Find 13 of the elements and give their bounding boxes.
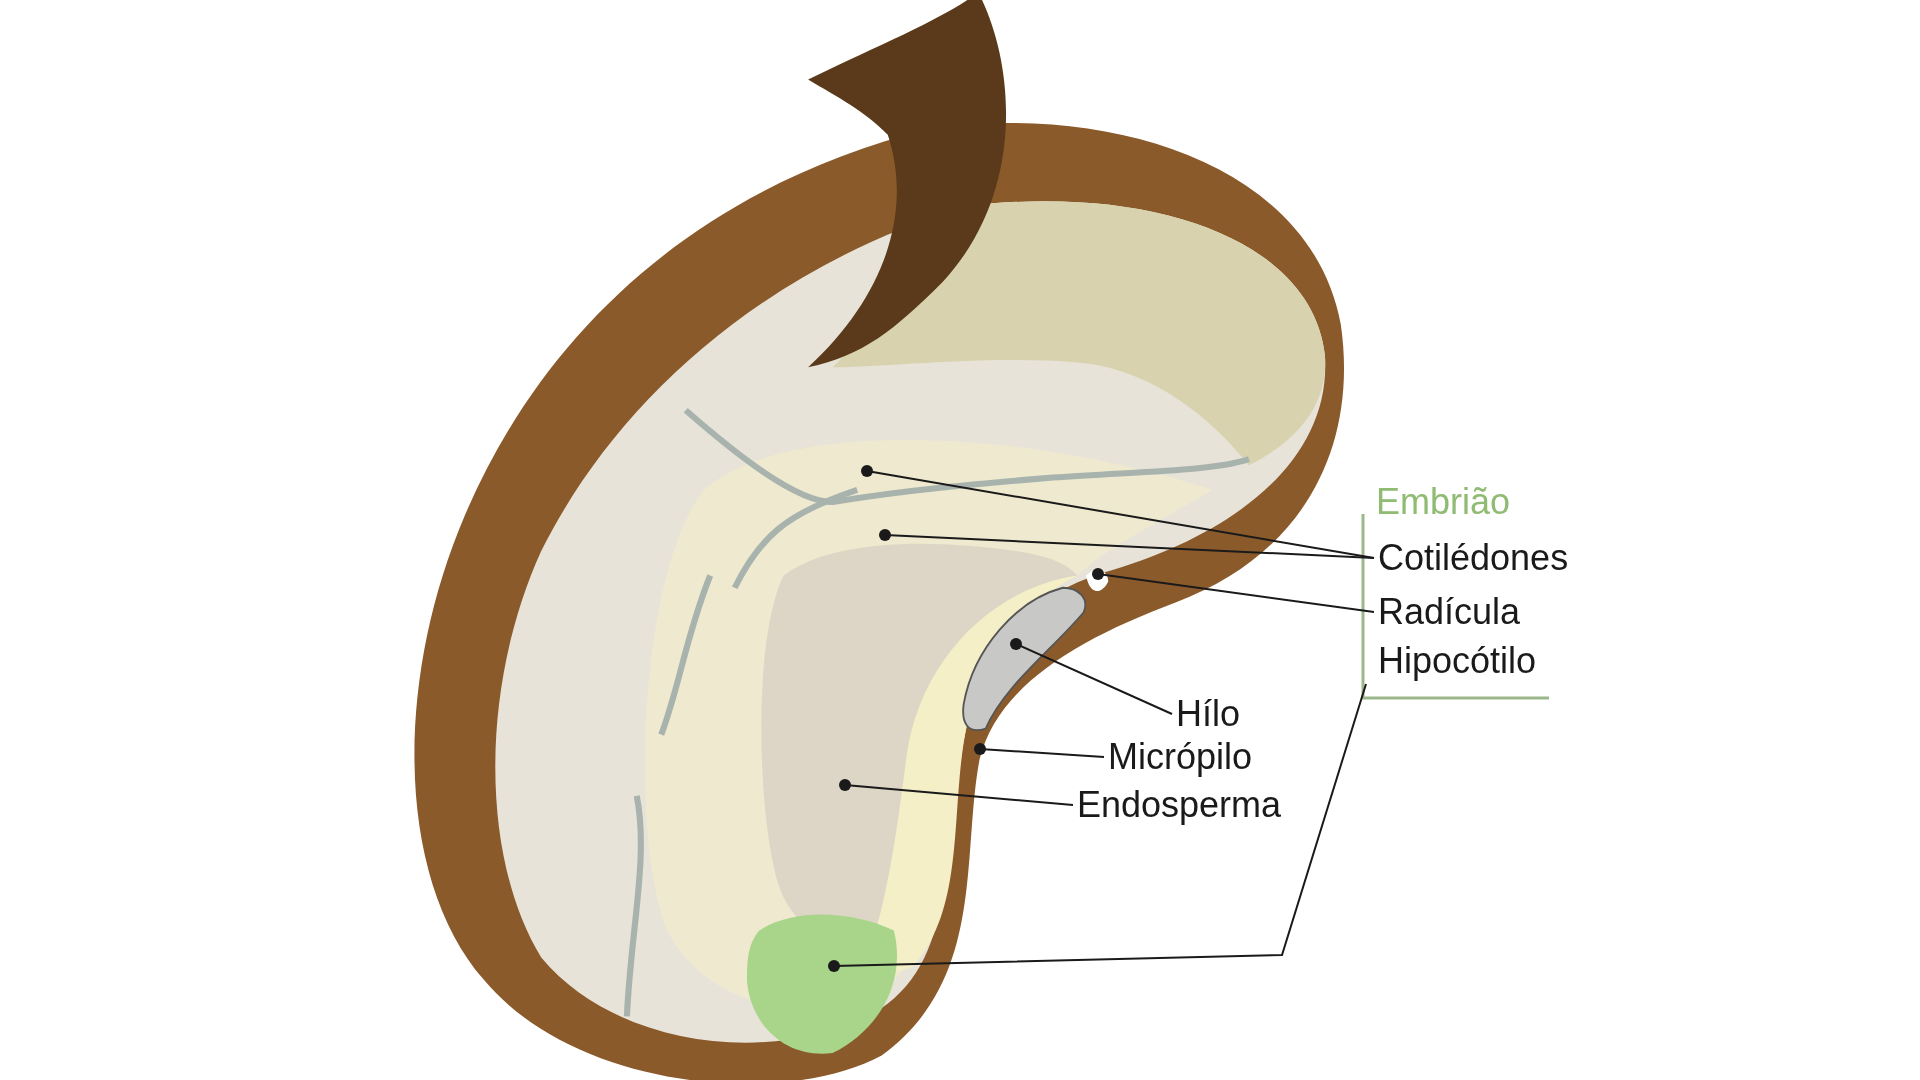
leader-line	[974, 743, 1105, 758]
part-label: Hílo	[1176, 694, 1241, 734]
group-heading: Embrião	[1376, 482, 1511, 522]
leader-line	[1092, 568, 1375, 613]
part-label: Cotilédones	[1378, 538, 1569, 578]
leader-line	[879, 529, 1375, 559]
part-label: Radícula	[1378, 592, 1521, 632]
leader-line	[839, 779, 1074, 806]
part-label: Micrópilo	[1108, 737, 1253, 777]
leader-line	[828, 683, 1367, 972]
part-label: Hipocótilo	[1378, 641, 1537, 681]
leader-line	[1010, 638, 1173, 715]
part-label: Endosperma	[1077, 785, 1282, 825]
